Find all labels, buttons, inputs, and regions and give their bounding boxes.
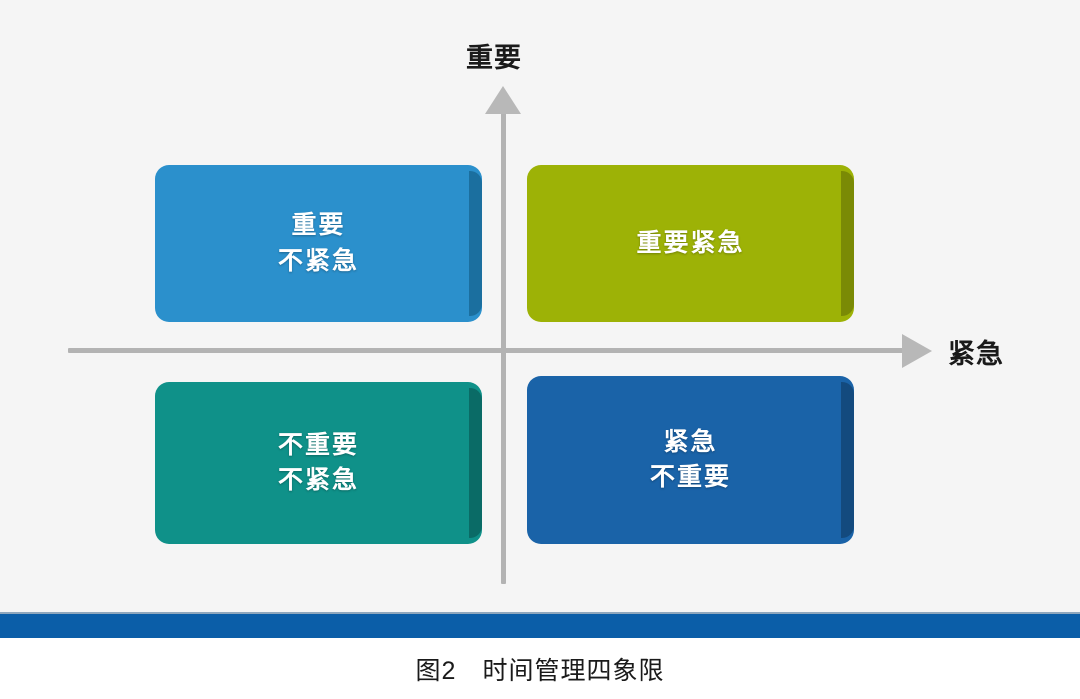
quadrant-label-line-1: 重要 [291,211,346,239]
figure-caption: 图2 时间管理四象限 [415,656,665,685]
quadrant-label-line-1: 紧急 [663,427,718,456]
quadrant-fill [527,165,854,322]
quadrant-fill [155,382,482,544]
quadrant-label-group: 重要 不紧急 [278,208,359,279]
vertical-axis-label: 重要 [466,43,522,73]
vertical-axis-arrow-icon [485,86,521,114]
horizontal-axis-label: 紧急 [948,339,1004,369]
quadrant-bevel [841,171,854,316]
caption-area: 图2 时间管理四象限 [0,638,1080,699]
quadrant-bevel [469,171,482,316]
bottom-accent-bar [0,614,1080,638]
quadrant-label-line-2: 不紧急 [277,246,359,275]
vertical-axis-line [501,108,506,584]
quadrant-label-line-2: 不紧急 [277,466,359,494]
quadrant-label-line-2: 不重要 [649,463,731,491]
quadrant-label-line-1: 重要紧急 [636,228,745,257]
bottom-bar-hairline [0,612,1080,614]
quadrant-urgent-not-important[interactable]: 紧急 不重要 [527,376,854,544]
quadrant-diagram: 重要 紧急 重要 不紧急 重要紧急 不重要 不紧急 [68,43,1004,584]
quadrant-bevel [469,388,482,538]
quadrant-label-group: 重要紧急 [636,226,744,262]
quadrant-label-line-1: 不重要 [277,430,359,459]
horizontal-axis-line [68,348,910,353]
horizontal-axis-arrow-icon [902,334,932,368]
quadrant-bevel [841,382,854,538]
quadrant-fill [155,165,482,322]
quadrant-important-not-urgent[interactable]: 重要 不紧急 [155,165,482,322]
quadrant-label-group: 紧急 不重要 [650,425,731,496]
quadrant-fill [527,376,854,544]
quadrant-important-urgent[interactable]: 重要紧急 [527,165,854,322]
quadrant-not-important-not-urgent[interactable]: 不重要 不紧急 [155,382,482,544]
quadrant-label-group: 不重要 不紧急 [278,428,359,499]
